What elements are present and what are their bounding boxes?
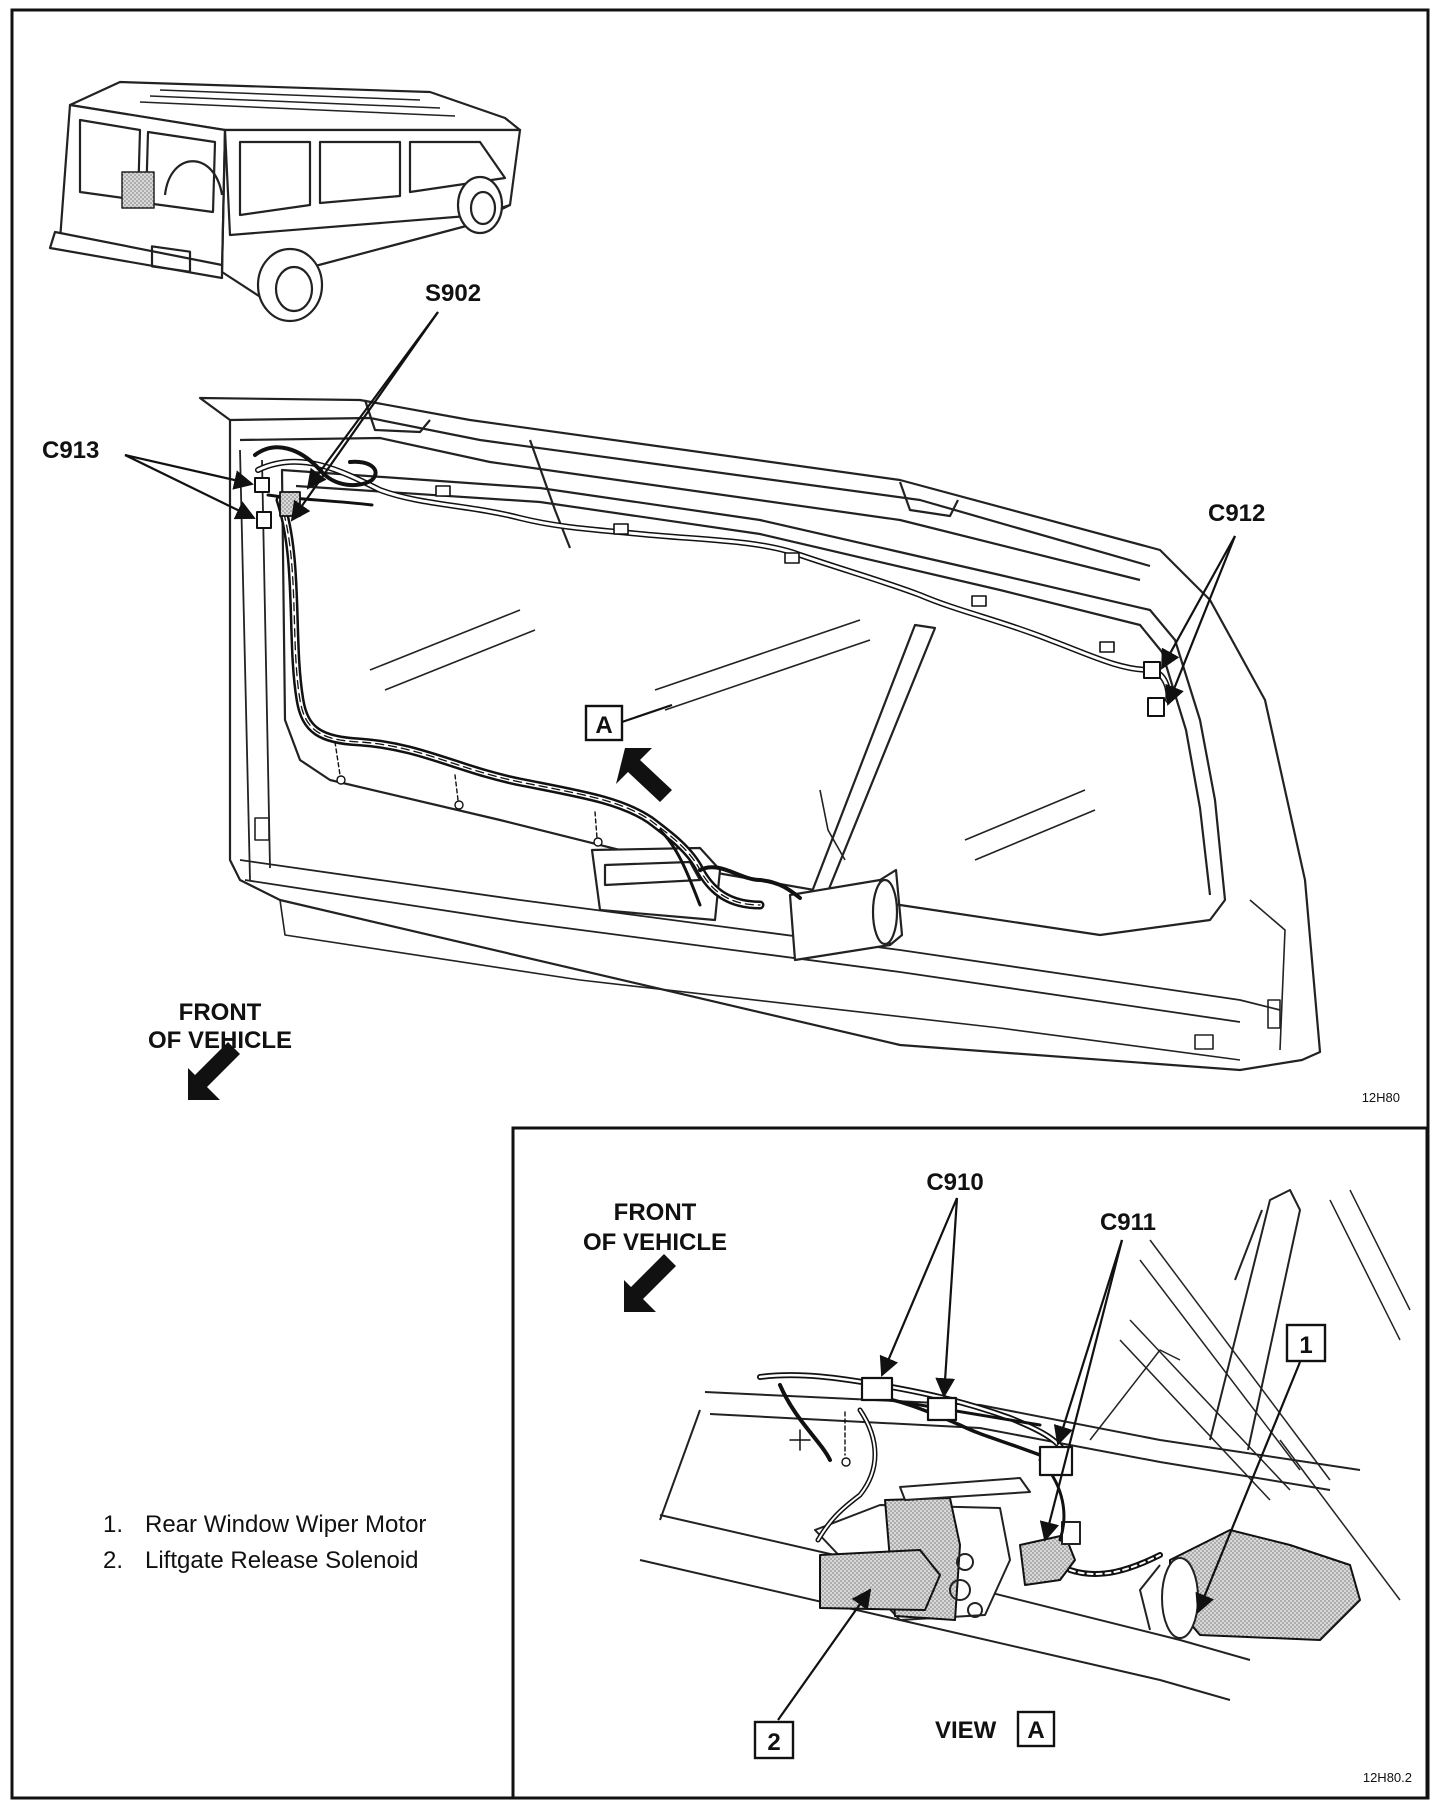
item-2-leader	[777, 1588, 872, 1721]
svg-text:FRONT: FRONT	[614, 1199, 697, 1226]
svg-text:VIEW: VIEW	[935, 1717, 997, 1744]
main-ref-code: 12H80	[1362, 1090, 1400, 1105]
c912-leader-1	[1161, 535, 1236, 670]
c911-leader-1	[1053, 1239, 1124, 1446]
front-arrow-icon	[188, 1042, 240, 1100]
s902-leader-2	[290, 311, 439, 522]
svg-text:OF VEHICLE: OF VEHICLE	[583, 1229, 727, 1256]
legend-num-2: 2.	[103, 1547, 123, 1574]
front-arrow-icon	[624, 1254, 676, 1312]
legend-item-2: Liftgate Release Solenoid	[145, 1547, 419, 1574]
svg-text:2: 2	[767, 1729, 780, 1756]
detail-wiring-harness	[757, 1372, 1163, 1578]
c913-leader-2	[124, 454, 256, 520]
front-of-vehicle-main: FRONT OF VEHICLE	[148, 999, 292, 1100]
c912-leader-2	[1165, 535, 1237, 706]
c910-label: C910	[926, 1169, 983, 1196]
detail-view-illustration	[639, 1189, 1411, 1701]
front-of-vehicle-detail: FRONT OF VEHICLE	[583, 1199, 727, 1312]
legend-item-1: Rear Window Wiper Motor	[145, 1511, 426, 1538]
detail-view-frame	[511, 1126, 1429, 1800]
detail-ref-code: 12H80.2	[1363, 1770, 1412, 1785]
item-1-marker: 1	[1285, 1323, 1327, 1363]
svg-text:A: A	[595, 712, 612, 739]
legend-num-1: 1.	[103, 1511, 123, 1538]
c912-label: C912	[1208, 500, 1265, 527]
svg-text:FRONT: FRONT	[179, 999, 262, 1026]
view-direction-arrow	[616, 748, 672, 802]
c910-leader-1	[879, 1197, 959, 1377]
item-2-marker: 2	[753, 1720, 795, 1760]
s902-label: S902	[425, 280, 481, 307]
c913-label: C913	[42, 437, 99, 464]
item-1-leader	[1195, 1361, 1302, 1614]
svg-text:1: 1	[1299, 1332, 1312, 1359]
liftgate-main-view	[198, 396, 1322, 1072]
main-wiring-harness	[253, 445, 1172, 910]
view-a-marker: A	[584, 704, 624, 742]
legend: 1. Rear Window Wiper Motor 2. Liftgate R…	[103, 1511, 426, 1574]
view-a-caption: VIEW A	[935, 1710, 1056, 1748]
svg-text:OF VEHICLE: OF VEHICLE	[148, 1027, 292, 1054]
view-a-leader	[621, 703, 673, 724]
detail-callout-leaders	[777, 1197, 1302, 1721]
c911-leader-2	[1039, 1239, 1124, 1542]
c913-leader-1	[124, 453, 254, 490]
c910-leader-2	[935, 1197, 959, 1398]
main-callout-leaders	[124, 311, 1237, 724]
svg-text:A: A	[1027, 1717, 1044, 1744]
van-thumbnail	[48, 80, 522, 323]
c911-label: C911	[1100, 1209, 1156, 1236]
